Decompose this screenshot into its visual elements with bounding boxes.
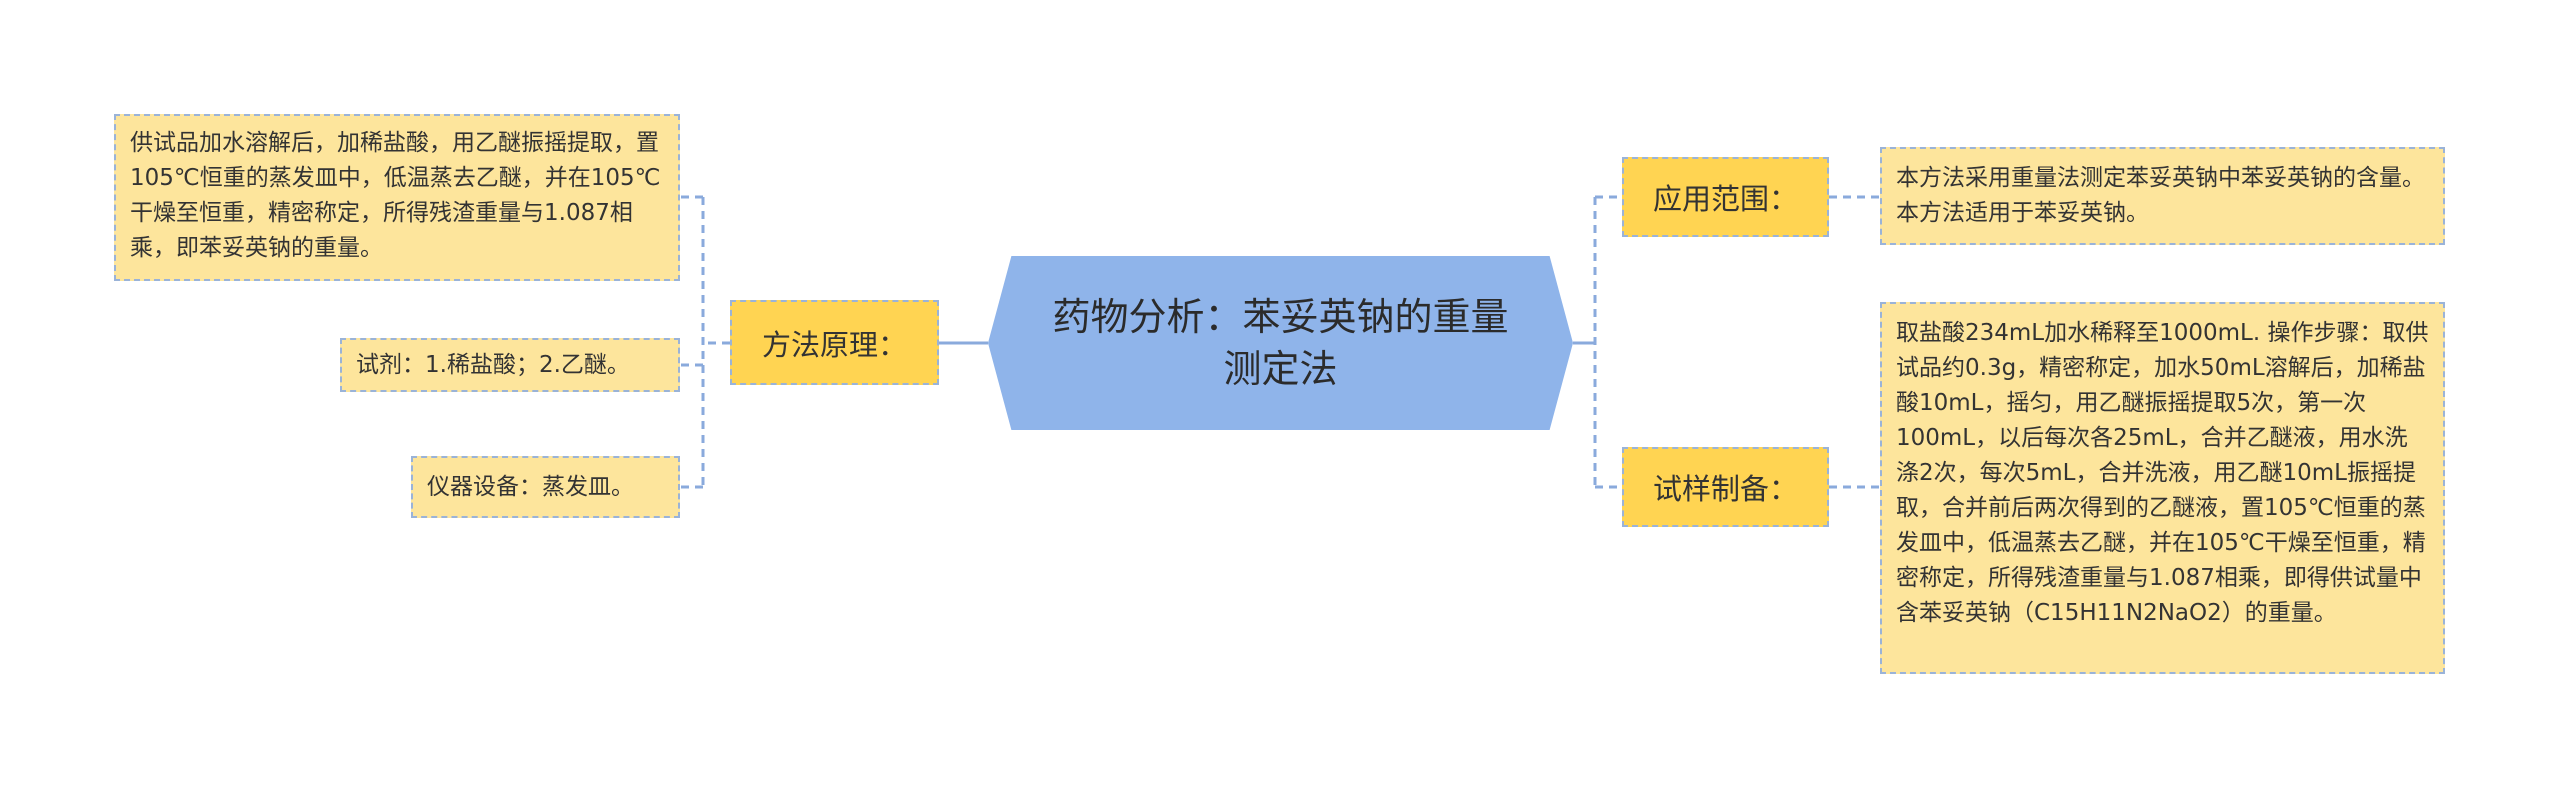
node-label: 应用范围： xyxy=(1652,182,1798,216)
node-sample-prep[interactable]: 试样制备： xyxy=(1622,447,1829,527)
leaf-scope[interactable]: 本方法采用重量法测定苯妥英钠中苯妥英钠的含量。 本方法适用于苯妥英钠。 xyxy=(1880,147,2445,245)
leaf-equipment[interactable]: 仪器设备：蒸发皿。 xyxy=(411,456,680,518)
node-method-principle[interactable]: 方法原理： xyxy=(730,300,939,385)
leaf-text: 仪器设备：蒸发皿。 xyxy=(427,474,634,500)
leaf-text: 供试品加水溶解后，加稀盐酸，用乙醚振摇提取，置105℃恒重的蒸发皿中，低温蒸去乙… xyxy=(130,130,661,261)
node-label: 方法原理： xyxy=(761,327,907,362)
leaf-reagents[interactable]: 试剂：1.稀盐酸；2.乙醚。 xyxy=(340,338,680,392)
node-scope[interactable]: 应用范围： xyxy=(1622,157,1829,237)
leaf-principle[interactable]: 供试品加水溶解后，加稀盐酸，用乙醚振摇提取，置105℃恒重的蒸发皿中，低温蒸去乙… xyxy=(114,114,680,281)
leaf-sample-prep[interactable]: 取盐酸234mL加水稀释至1000mL. 操作步骤：取供试品约0.3g，精密称定… xyxy=(1880,302,2445,674)
central-topic-title: 药物分析：苯妥英钠的重量测定法 xyxy=(1052,295,1509,391)
node-label: 试样制备： xyxy=(1652,472,1798,506)
central-topic[interactable]: 药物分析：苯妥英钠的重量测定法 xyxy=(988,256,1573,430)
leaf-text: 本方法采用重量法测定苯妥英钠中苯妥英钠的含量。 本方法适用于苯妥英钠。 xyxy=(1896,165,2425,226)
leaf-text: 取盐酸234mL加水稀释至1000mL. 操作步骤：取供试品约0.3g，精密称定… xyxy=(1896,320,2429,626)
leaf-text: 试剂：1.稀盐酸；2.乙醚。 xyxy=(356,352,630,378)
